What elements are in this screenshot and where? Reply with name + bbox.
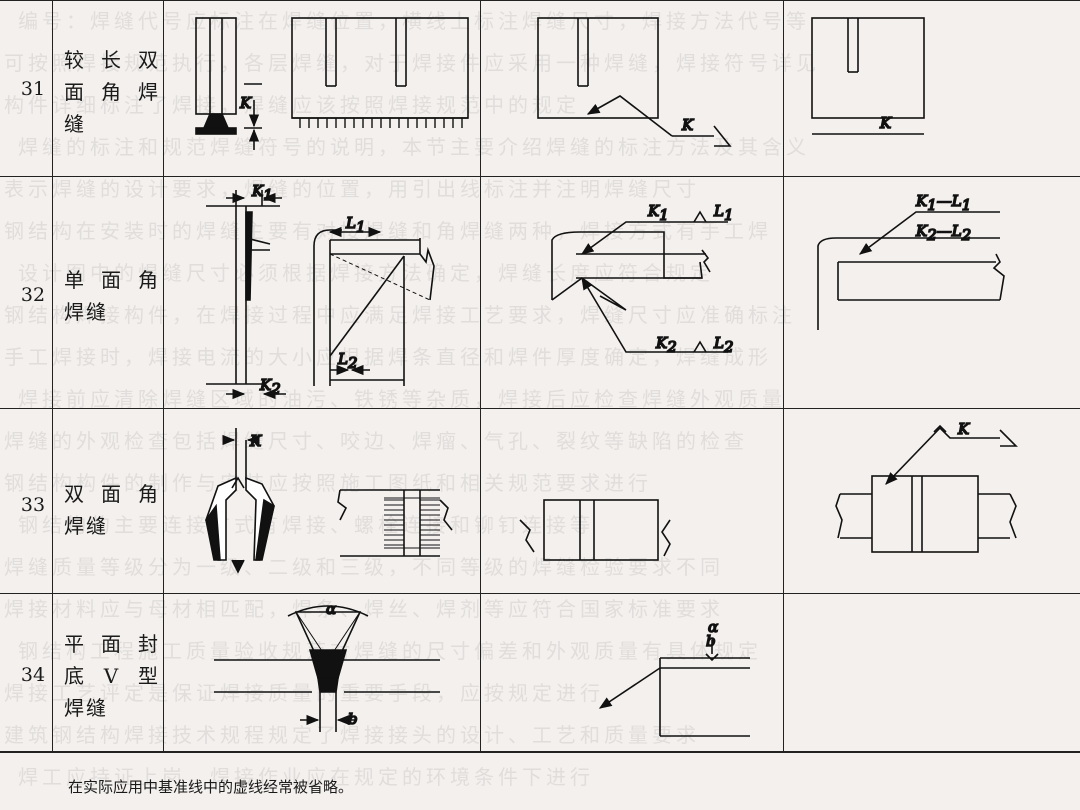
row32-k1-subscript: 1 [263,186,273,204]
row-name-32: 单面角 焊缝 [64,264,160,328]
row32-symbol-b-k1-subscript: 1 [927,196,937,214]
row32-symbol-b [817,211,1005,330]
row-name-34-line-2: 底V型 [64,664,160,688]
row32-symbol-a-l1: L1 [713,202,734,224]
row32-symbol-b-k1-l1: K1—L1 [915,192,971,214]
row31-weld-ticks [292,117,468,128]
col-divider-4 [783,0,784,751]
row32-symbol-a-k1-subscript: 1 [659,206,669,224]
row32-k2-letter: K [259,376,272,394]
row33-symbol-b-k-label: K [957,420,970,438]
row32-symbol-a-k2: K2 [655,334,677,356]
col-divider-3 [480,0,481,751]
row-divider-32-33 [0,408,1080,409]
row32-symbol-b-k2-letter: K [915,222,928,240]
row32-symbol-a-l1-letter: L [713,202,724,220]
row31-k-label: K [239,94,252,112]
row32-k1-label: K1 [251,182,273,204]
row32-symbol-b-l1-letter: L [951,192,962,210]
row33-symbol-a [519,499,671,561]
row-name-34: 平面封 底V型 焊缝 [64,628,160,724]
row32-symbol-a-k1: K1 [647,202,669,224]
row34-symbol-a [598,640,750,737]
table-bottom-rule [0,751,1080,753]
row-name-31-line-3: 缝 [64,112,86,136]
row33-k-label: K [249,432,262,450]
row34-symbol-a-alpha: α [708,618,718,636]
row32-symbol-a-l1-subscript: 1 [724,206,734,224]
footnote: 在实际应用中基准线中的虚线经常被省略。 [68,778,354,796]
row-name-33: 双面角 焊缝 [64,478,160,542]
row32-symbol-a-l2-subscript: 2 [723,338,734,356]
row33-hatch [384,499,440,546]
row32-symbol-b-k2-l2: K2—L2 [915,222,971,244]
row32-symbol-b-l2-subscript: 2 [961,226,972,244]
row32-symbol-a-k2-letter: K [655,334,668,352]
row31-front-view [291,17,469,119]
row-name-31-line-1: 较长双 [64,48,160,72]
row-name-34-line-1: 平面封 [64,632,160,656]
row-name-34-line-3: 焊缝 [64,696,108,720]
row32-k1-letter: K [251,182,264,200]
row32-symbol-a-l2-letter: L [713,334,724,352]
row-divider-31-32 [0,176,1080,177]
row-divider-33-34 [0,593,1080,594]
row-name-32-line-1: 单面角 [64,268,160,292]
row32-l1-subscript: 1 [356,218,366,236]
row32-symbol-a [551,210,728,353]
col-divider-1 [52,0,53,751]
row31-symbol-a-k-label: K [681,116,694,134]
row33-section-view [205,428,275,574]
row32-l2-letter: L [337,350,348,368]
col-divider-2 [163,0,164,751]
row32-symbol-b-dash-1: — [937,192,952,210]
weld-drawings: K K K [195,17,1018,737]
row32-symbol-a-k2-subscript: 2 [666,338,677,356]
row32-section-view [206,190,286,400]
row-number-32: 32 [20,284,46,306]
row31-symbol-a [537,17,732,147]
row-name-31: 较长双 面角焊 缝 [64,44,160,140]
row32-l1-label: L1 [345,214,366,236]
row32-l1-letter: L [345,214,356,232]
row-name-32-line-2: 焊缝 [64,300,108,324]
row-name-33-line-2: 焊缝 [64,514,108,538]
row32-symbol-b-l1-subscript: 1 [962,196,972,214]
row32-l2-subscript: 2 [347,354,358,372]
row32-k2-subscript: 2 [270,380,281,398]
row32-l2-label: L2 [337,350,358,372]
row-number-33: 33 [20,494,46,516]
row32-k2-label: K2 [259,376,281,398]
row-name-31-line-2: 面角焊 [64,80,160,104]
row-name-33-line-1: 双面角 [64,482,160,506]
row33-symbol-b [835,424,1018,553]
row-number-31: 31 [20,78,46,100]
row32-plan-view [313,226,435,386]
row32-symbol-b-k2-subscript: 2 [926,226,937,244]
row32-symbol-a-l2: L2 [713,334,734,356]
row34-section-view [214,605,440,732]
row32-symbol-b-l2-letter: L [951,222,962,240]
row31-symbol-b [811,17,925,135]
row32-symbol-b-k1-letter: K [915,192,928,210]
row34-symbol-a-b: b [706,632,716,650]
row-number-34: 34 [20,664,46,686]
row31-section-view [195,17,262,150]
row34-alpha-label: α [326,600,336,618]
row32-symbol-b-dash-2: — [937,222,952,240]
row32-symbol-a-k1-letter: K [647,202,660,220]
row34-b-label: b [348,710,358,728]
table-top-rule [0,0,1080,1]
row31-symbol-b-k-label: K [879,114,892,132]
